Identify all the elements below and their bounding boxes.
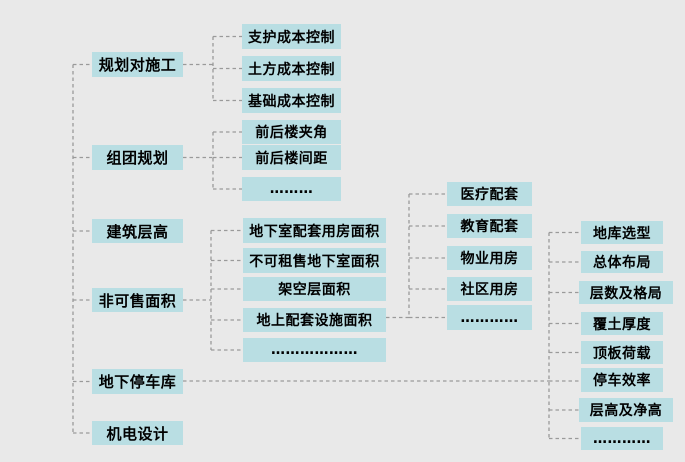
node-floors-and-pattern: 层数及格局	[579, 281, 673, 304]
node-education-facilities: 教育配套	[447, 214, 532, 238]
connector-planning-group	[183, 35, 242, 102]
node-cluster-ellipsis: ………	[242, 177, 341, 201]
node-foundation-cost-control: 基础成本控制	[242, 88, 341, 113]
node-medical-facilities: 医疗配套	[447, 182, 532, 206]
node-building-angle: 前后楼夹角	[242, 120, 341, 144]
node-overall-layout: 总体布局	[581, 251, 663, 273]
node-facilities-ellipsis: …………	[447, 305, 532, 330]
node-building-storey-height: 建筑层高	[92, 219, 183, 243]
connector-nonsaleable-group	[183, 229, 243, 351]
node-building-spacing: 前后楼间距	[242, 145, 341, 170]
node-underground-garage: 地下停车库	[92, 369, 183, 394]
node-garage-ellipsis: …………	[581, 427, 663, 450]
node-basement-support-room-area: 地下室配套用房面积	[243, 218, 386, 243]
node-property-rooms: 物业用房	[447, 246, 532, 270]
node-garage-type: 地库选型	[581, 221, 663, 244]
node-earthwork-cost-control: 土方成本控制	[242, 56, 341, 81]
node-roof-slab-load: 顶板荷载	[581, 341, 663, 364]
node-non-saleable-area: 非可售面积	[92, 288, 183, 312]
node-stilt-floor-area: 架空层面积	[243, 277, 386, 301]
node-parking-efficiency: 停车效率	[581, 368, 663, 392]
node-cluster-planning: 组团规划	[92, 145, 183, 170]
connector-garage-group	[183, 231, 581, 440]
node-support-cost-control: 支护成本控制	[242, 24, 341, 49]
node-unrentable-basement-area: 不可租售地下室面积	[243, 248, 386, 273]
connector-facilities-group	[386, 193, 447, 319]
node-planning-vs-construction: 规划对施工	[92, 52, 183, 77]
node-nonsaleable-ellipsis: ………………	[243, 338, 386, 362]
node-community-rooms: 社区用房	[447, 277, 532, 301]
node-soil-cover-thickness: 覆土厚度	[581, 312, 663, 335]
connector-cluster-group	[183, 131, 242, 190]
node-storey-clear-height: 层高及净高	[579, 398, 673, 422]
connector-left-spine	[72, 63, 92, 434]
node-ground-facilities-area: 地上配套设施面积	[243, 308, 386, 332]
node-mep-design: 机电设计	[92, 421, 183, 445]
